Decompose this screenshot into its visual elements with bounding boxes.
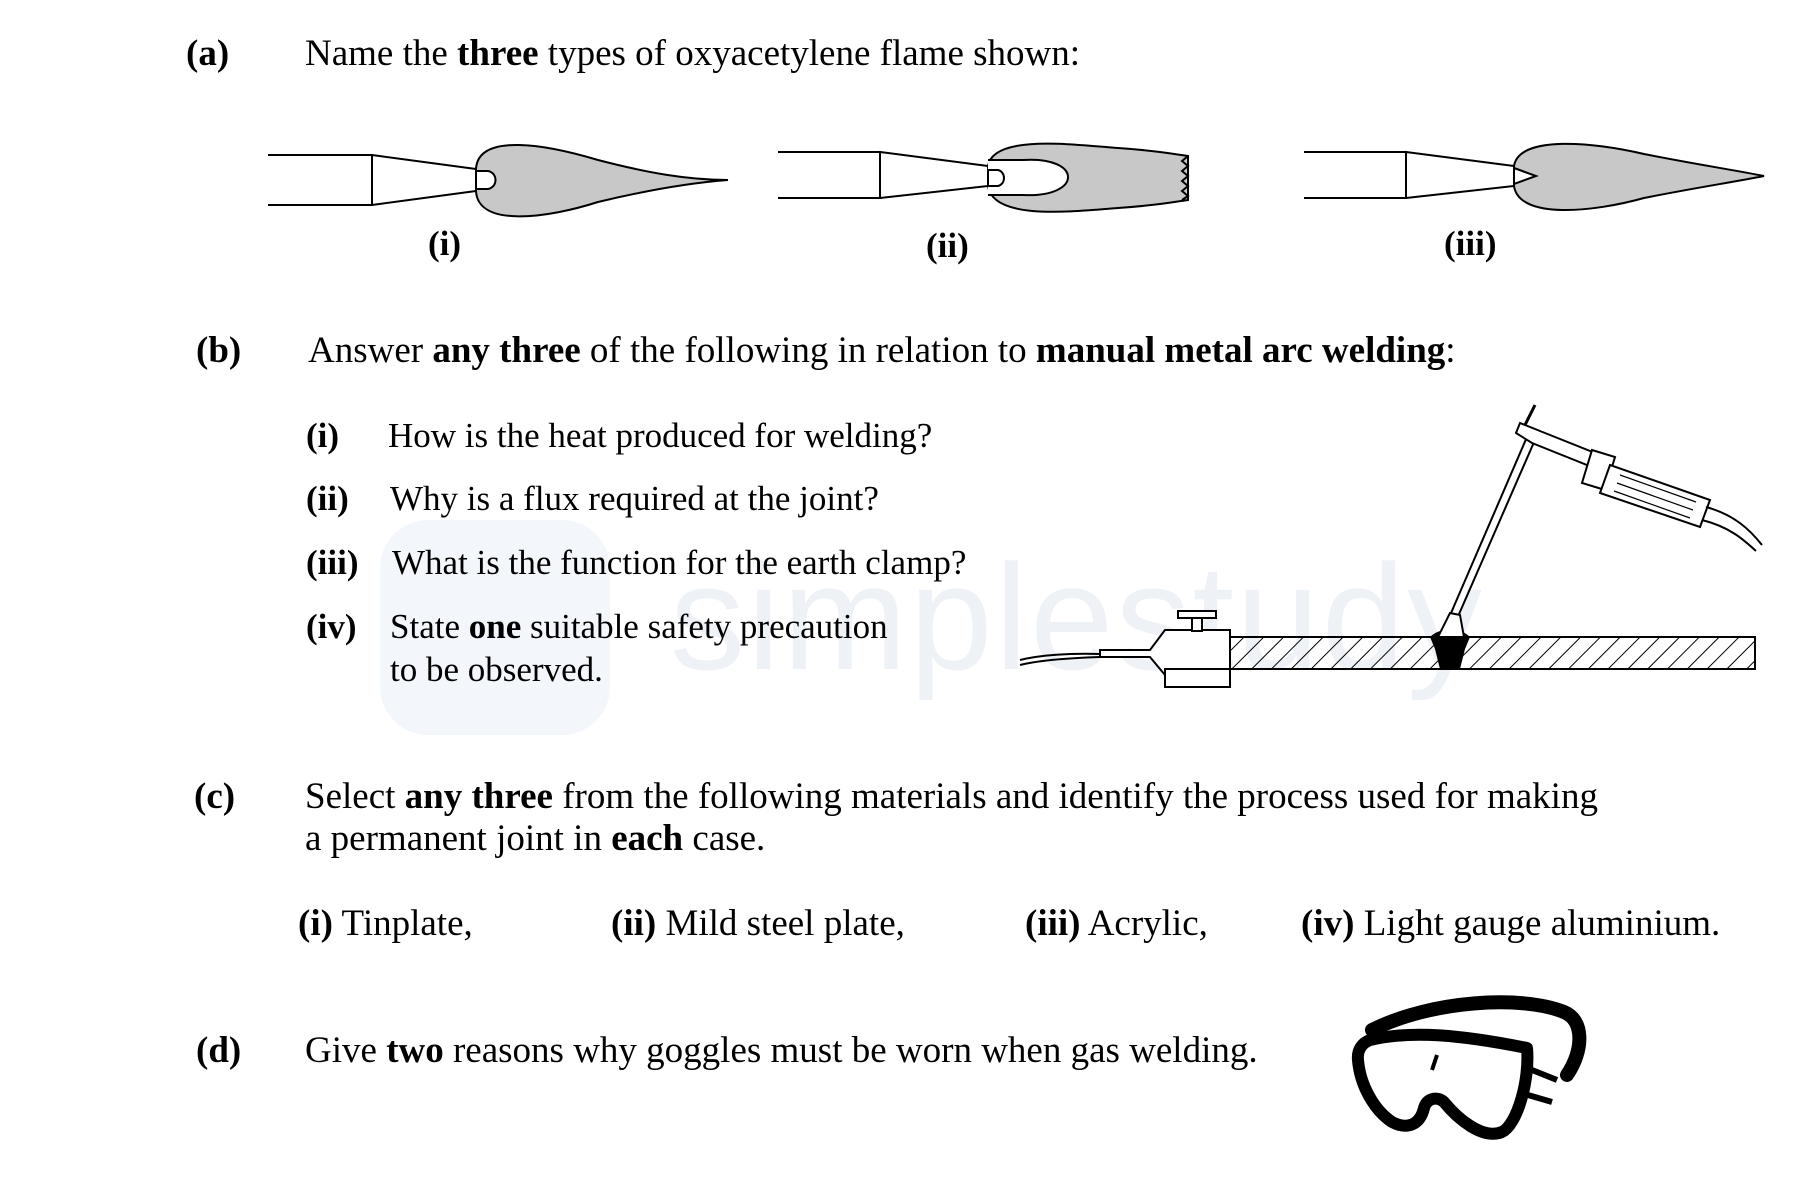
material-iii: (iii) Acrylic, xyxy=(1025,903,1208,944)
flame-i-icon xyxy=(268,144,729,218)
question-b-item-ii: (ii)Why is a flux required at the joint? xyxy=(306,479,879,518)
material-ii: (ii) Mild steel plate, xyxy=(611,903,905,944)
material-iv: (iv) Light gauge aluminium. xyxy=(1301,903,1721,944)
question-b-item-iii: (iii)What is the function for the earth … xyxy=(306,543,967,582)
question-b-item-iv: (iv)State one suitable safety precaution xyxy=(306,607,888,646)
flame-iii-caption: (iii) xyxy=(1444,224,1497,263)
question-d-label: (d) xyxy=(196,1030,242,1071)
question-b-text: Answer any three of the following in rel… xyxy=(308,330,1456,371)
flame-iii-icon xyxy=(1304,142,1765,212)
question-b-item-i: (i)How is the heat produced for welding? xyxy=(306,416,933,455)
question-d-text: Give two reasons why goggles must be wor… xyxy=(305,1030,1258,1071)
arc-welding-setup-icon xyxy=(1019,404,1763,688)
question-a-label: (a) xyxy=(186,33,230,74)
question-c-text-line2: a permanent joint in each case. xyxy=(305,818,766,859)
question-c-label: (c) xyxy=(194,776,236,817)
question-c-text: Select any three from the following mate… xyxy=(305,776,1598,817)
question-b-item-iv-line2: to be observed. xyxy=(390,650,603,689)
safety-goggles-icon xyxy=(1351,995,1587,1140)
material-i: (i) Tinplate, xyxy=(298,903,473,944)
flame-i-caption: (i) xyxy=(428,224,462,263)
flame-ii-caption: (ii) xyxy=(926,226,969,265)
question-a-text: Name the three types of oxyacetylene fla… xyxy=(305,33,1081,74)
question-b-label: (b) xyxy=(196,330,242,371)
flame-ii-icon xyxy=(778,142,1190,213)
